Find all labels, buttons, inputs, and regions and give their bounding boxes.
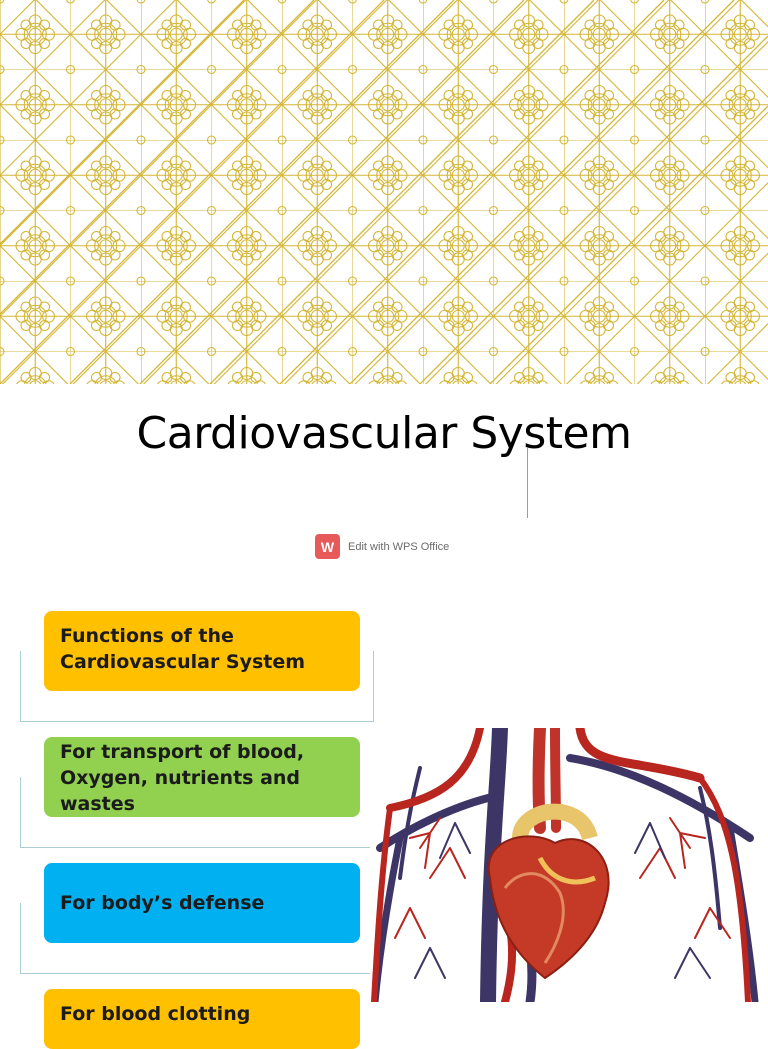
heart-circulatory-image xyxy=(370,728,768,1002)
wps-watermark[interactable]: W Edit with WPS Office xyxy=(315,534,449,559)
transport-function-box: For transport of blood, Oxygen, nutrient… xyxy=(44,737,360,817)
clotting-function-text: For blood clotting xyxy=(60,1003,251,1025)
defense-function-box: For body’s defense xyxy=(44,863,360,943)
wps-logo-icon: W xyxy=(315,534,340,559)
title-divider xyxy=(527,448,528,518)
functions-heading-text: Functions of the Cardiovascular System xyxy=(60,625,306,673)
transport-function-text: For transport of blood, Oxygen, nutrient… xyxy=(60,741,305,815)
slide-title: Cardiovascular System xyxy=(136,408,632,459)
connector-frame xyxy=(20,651,374,722)
clotting-function-box: For blood clotting xyxy=(44,989,360,1049)
gold-floral-pattern xyxy=(0,0,768,384)
wps-watermark-text: Edit with WPS Office xyxy=(348,540,450,553)
defense-function-text: For body’s defense xyxy=(60,892,265,914)
functions-heading-box: Functions of the Cardiovascular System xyxy=(44,611,360,691)
